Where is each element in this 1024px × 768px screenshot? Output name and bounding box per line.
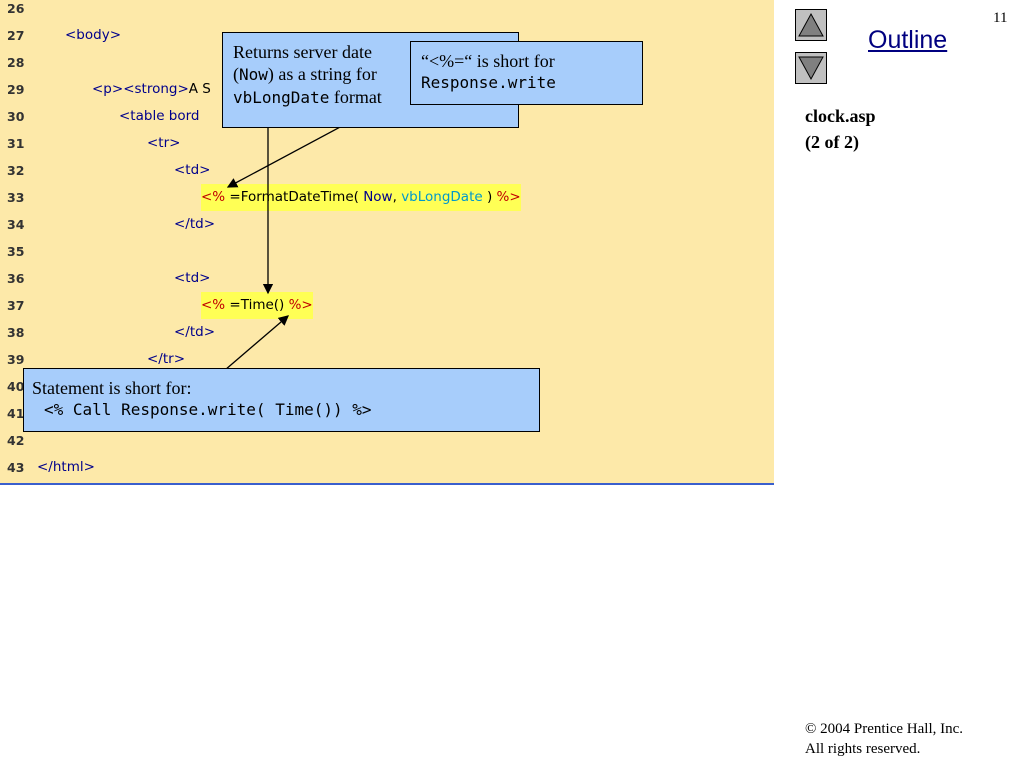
line-number: 26 <box>7 1 25 16</box>
file-name: clock.asp <box>805 106 876 126</box>
callout-code: Now <box>239 65 268 84</box>
line-number: 34 <box>7 217 25 232</box>
callout-line: Statement is short for: <box>32 378 192 398</box>
code-text: </td> <box>174 324 216 340</box>
code-plain: =Time() <box>225 297 289 313</box>
callout-statement: Statement is short for: <% Call Response… <box>23 368 540 432</box>
code-plain: ) <box>482 189 497 205</box>
code-text: <p><strong>A S <box>92 76 211 103</box>
line-number: 32 <box>7 163 25 178</box>
callout-text: ( <box>233 64 239 84</box>
code-tag: <p><strong> <box>92 81 189 97</box>
callout-line: Returns server date <box>233 42 372 62</box>
asp-close-delim: %> <box>496 189 521 205</box>
asp-open-delim: <% <box>201 297 226 313</box>
code-text: <tr> <box>147 135 181 151</box>
code-text: </td> <box>174 216 216 232</box>
file-title: clock.asp (2 of 2) <box>805 103 876 155</box>
line-number: 41 <box>7 406 25 421</box>
line-number: 38 <box>7 325 25 340</box>
line-number: 31 <box>7 136 25 151</box>
code-plain: , <box>392 189 402 205</box>
code-text: </html> <box>37 459 95 475</box>
line-number: 27 <box>7 28 25 43</box>
line-number: 36 <box>7 271 25 286</box>
code-plain: =FormatDateTime( <box>225 189 364 205</box>
copyright-notice: © 2004 Prentice Hall, Inc. All rights re… <box>805 719 963 759</box>
callout-line: “<%=“ is short for <box>421 51 555 71</box>
code-text: <table bord <box>119 108 200 124</box>
callout-text: format <box>329 87 382 107</box>
line-number: 28 <box>7 55 25 70</box>
callout-code: <% Call Response.write( Time()) %> <box>44 400 372 419</box>
code-plain: A S <box>188 81 211 97</box>
code-text: <td> <box>174 270 211 286</box>
callout-line: (Now) as a string for <box>233 63 508 86</box>
line-number: 42 <box>7 433 25 448</box>
asp-open-delim: <% <box>201 189 226 205</box>
file-part: (2 of 2) <box>805 132 859 152</box>
copyright-line: © 2004 Prentice Hall, Inc. <box>805 721 964 737</box>
code-text: <% =Time() %> <box>201 292 313 319</box>
line-number: 37 <box>7 298 25 313</box>
code-text: <td> <box>174 162 211 178</box>
callout-text: ) as a string for <box>267 64 377 84</box>
line-number: 39 <box>7 352 25 367</box>
next-slide-button[interactable] <box>795 52 827 84</box>
callout-line: vbLongDate format <box>233 86 508 109</box>
callout-code: Response.write <box>421 73 556 92</box>
arrow-to-time-statement <box>224 315 289 371</box>
line-number: 40 <box>7 379 25 394</box>
copyright-line: All rights reserved. <box>805 741 921 757</box>
callout-short-for: “<%=“ is short for Response.write <box>410 41 643 105</box>
asp-close-delim: %> <box>288 297 313 313</box>
code-text: <% =FormatDateTime( Now, vbLongDate ) %> <box>201 184 521 211</box>
line-number: 35 <box>7 244 25 259</box>
page-number: 11 <box>993 10 1008 26</box>
triangle-up-icon <box>798 12 824 37</box>
outline-link[interactable]: Outline <box>868 26 948 54</box>
triangle-down-icon <box>798 56 824 81</box>
code-text: <body> <box>65 27 122 43</box>
code-constant: vbLongDate <box>401 189 483 205</box>
line-number: 30 <box>7 109 25 124</box>
line-number: 29 <box>7 82 25 97</box>
line-number: 33 <box>7 190 25 205</box>
line-number: 43 <box>7 460 25 475</box>
callout-code: vbLongDate <box>233 88 330 107</box>
code-text: </tr> <box>147 351 186 367</box>
code-keyword: Now <box>363 189 393 205</box>
previous-slide-button[interactable] <box>795 9 827 41</box>
